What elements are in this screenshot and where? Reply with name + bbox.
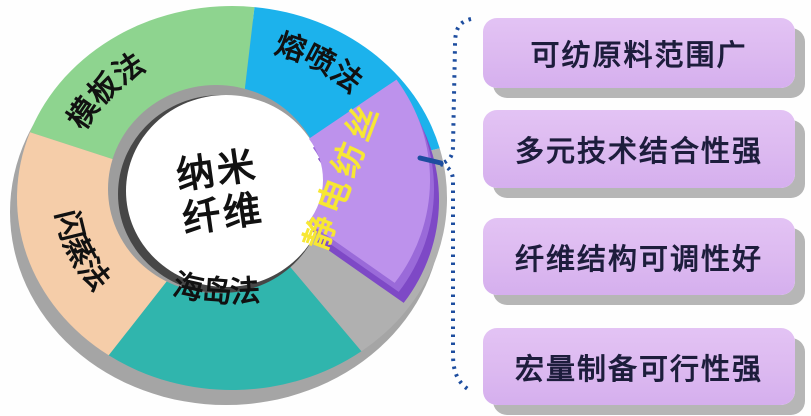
- callout-box-4: 宏量制备可行性强: [483, 328, 795, 405]
- callout-label-1: 可纺原料范围广: [530, 40, 748, 72]
- callout-list: 可纺原料范围广 多元技术结合性强 纤维结构可调性好 宏量制备可行性强: [483, 0, 805, 416]
- dashed-brace: [433, 17, 473, 393]
- callout-label-3: 纤维结构可调性好: [514, 243, 763, 276]
- callout-box-1: 可纺原料范围广: [483, 18, 795, 88]
- segment-sea-island-method: [108, 198, 362, 390]
- callout-box-3: 纤维结构可调性好: [483, 218, 795, 295]
- connector-line: [417, 155, 444, 166]
- callout-label-4: 宏量制备可行性强: [514, 353, 763, 386]
- callout-label-2: 多元技术结合性强: [514, 136, 763, 168]
- slice-electrospinning-top: [308, 79, 431, 283]
- hole-center: [126, 95, 326, 287]
- callout-box-2: 多元技术结合性强: [483, 110, 795, 188]
